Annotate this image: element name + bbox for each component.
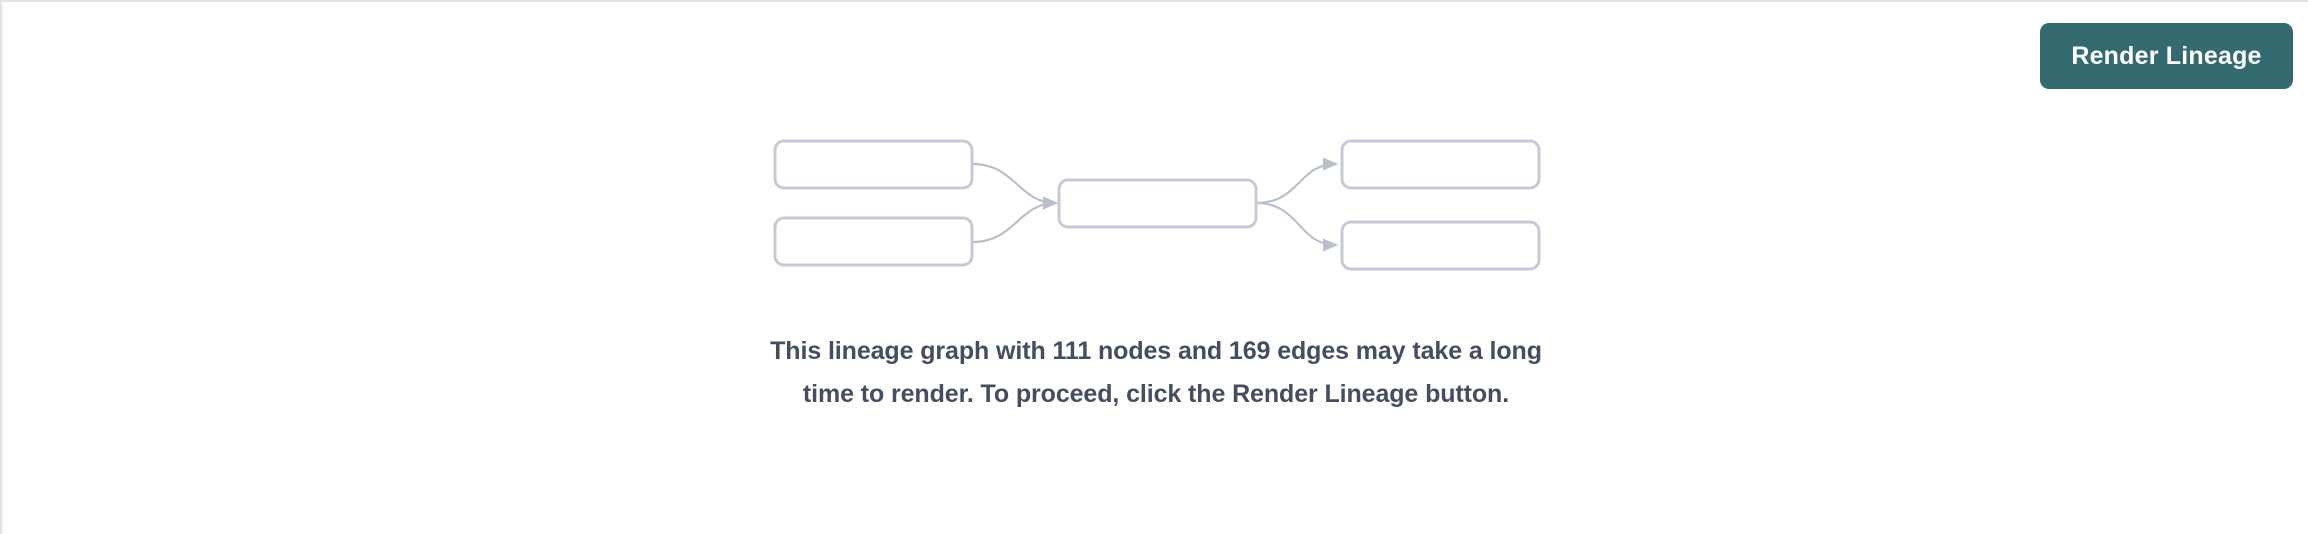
placeholder-graph-svg [773,139,1541,271]
graph-node[interactable] [1057,178,1258,229]
graph-node[interactable] [773,139,974,190]
graph-edge [1255,157,1339,205]
graph-node[interactable] [1340,220,1541,271]
graph-edge [971,162,1059,210]
render-lineage-button[interactable]: Render Lineage [2040,23,2293,89]
lineage-empty-message: This lineage graph with 111 nodes and 16… [770,337,1542,408]
graph-edge [971,196,1059,244]
graph-node[interactable] [773,216,974,267]
graph-node[interactable] [1340,139,1541,190]
placeholder-lineage-graph [764,130,1554,280]
graph-edge [1255,201,1339,252]
